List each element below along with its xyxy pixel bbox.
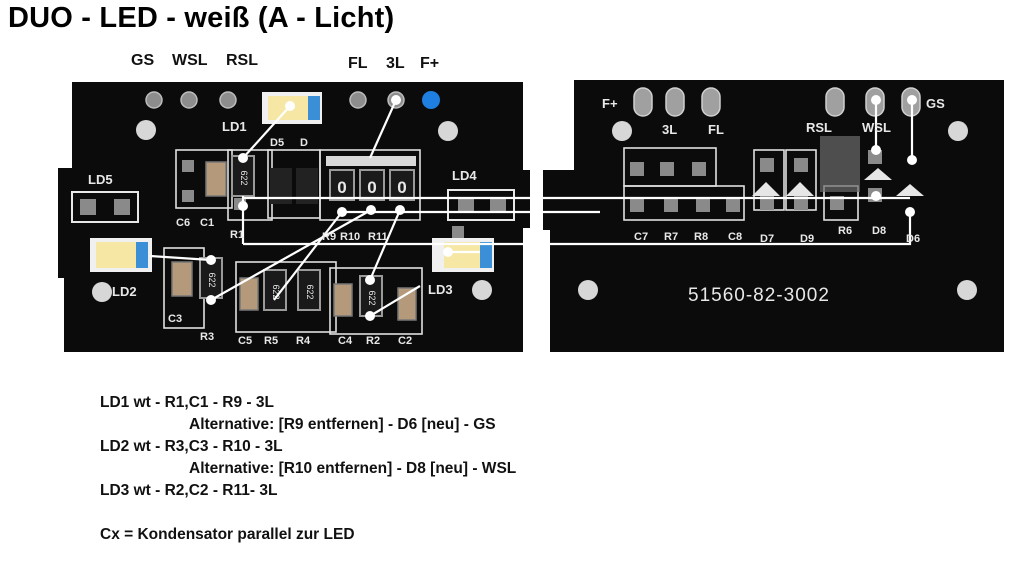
silk-c7: C7	[634, 231, 648, 243]
wire-dots	[206, 95, 917, 321]
smd-marking: 622	[367, 290, 377, 305]
label-rsl: RSL	[226, 52, 258, 69]
connector-pads-left	[145, 91, 405, 109]
note-line: Alternative: [R10 entfernen] - D8 [neu] …	[189, 460, 517, 477]
silk-rsl: RSL	[806, 120, 832, 135]
silk-d9: D9	[800, 233, 814, 245]
mount-hole	[438, 121, 458, 141]
connector-pads-right	[633, 87, 921, 117]
silk-r9: R9	[322, 231, 336, 243]
silk-r4: R4	[296, 335, 311, 347]
silk-ld3: LD3	[428, 282, 453, 297]
silk-r11: R11	[368, 231, 388, 243]
smd-capacitors	[171, 161, 417, 321]
silk-wsl: WSL	[862, 120, 891, 135]
pad	[458, 197, 474, 213]
pad	[80, 199, 96, 215]
note-line: LD2 wt - R3,C3 - R10 - 3L	[100, 438, 283, 455]
board-part-number: 51560-82-3002	[688, 285, 830, 306]
silk-r8: R8	[694, 231, 708, 243]
silk-r5: R5	[264, 335, 278, 347]
pad	[114, 199, 130, 215]
smd-marking: 0	[367, 178, 376, 197]
label-wsl: WSL	[172, 52, 208, 69]
mount-hole	[612, 121, 632, 141]
wire-overlay	[149, 99, 914, 317]
silk-r3: R3	[200, 331, 214, 343]
silk-outlines-left	[163, 149, 423, 335]
footprint-ld4	[447, 189, 515, 221]
led-ld1	[262, 92, 322, 124]
mount-hole	[578, 280, 598, 300]
note-line: Cx = Kondensator parallel zur LED	[100, 526, 355, 543]
led-ld2	[90, 238, 152, 272]
silk-ld2: LD2	[112, 284, 137, 299]
mount-hole	[92, 282, 112, 302]
silk-fl: FL	[708, 122, 724, 137]
solder-residue	[820, 136, 860, 192]
silk-r1: R1	[230, 229, 244, 241]
silk-d6: D6	[906, 233, 920, 245]
fplus-marker-dot	[422, 91, 440, 109]
silk-ld1: LD1	[222, 119, 247, 134]
smd-zero-ohm: 0	[389, 169, 415, 201]
silk-gs: GS	[926, 96, 945, 111]
pcb-board-right	[543, 80, 1004, 352]
silk-c6: C6	[176, 217, 190, 229]
silk-c3: C3	[168, 313, 182, 325]
silk-c2: C2	[398, 335, 412, 347]
silk-r6: R6	[838, 225, 852, 237]
silk-d8: D8	[872, 225, 886, 237]
page-title: DUO - LED - weiß (A - Licht)	[8, 2, 395, 34]
silk-d: D	[300, 137, 308, 149]
pads-right	[630, 150, 882, 212]
note-line: LD1 wt - R1,C1 - R9 - 3L	[100, 394, 274, 411]
silk-r2: R2	[366, 335, 380, 347]
silk-d5: D5	[270, 137, 284, 149]
smd-marking: 622	[271, 284, 281, 299]
footprint-ld5	[71, 191, 139, 223]
mount-hole	[136, 120, 156, 140]
silk-fplus: F+	[602, 96, 618, 111]
note-line: LD3 wt - R2,C2 - R11- 3L	[100, 482, 278, 499]
silk-c1: C1	[200, 217, 214, 229]
silk-c5: C5	[238, 335, 252, 347]
zero-ohm-strip	[326, 156, 416, 166]
label-gs: GS	[131, 52, 155, 69]
silk-c4: C4	[338, 335, 353, 347]
smd-zero-ohm: 0	[359, 169, 385, 201]
pad	[490, 197, 506, 213]
label-fplus: F+	[420, 55, 440, 72]
smd-zero-ohm: 0	[329, 169, 355, 201]
silk-ld5: LD5	[88, 172, 113, 187]
silk-3l: 3L	[662, 122, 677, 137]
smd-marking: 0	[397, 178, 406, 197]
silk-d7: D7	[760, 233, 774, 245]
smd-resistor: 622	[263, 269, 287, 311]
smd-marking: 0	[337, 178, 346, 197]
silk-r10: R10	[340, 231, 360, 243]
label-fl: FL	[348, 55, 368, 72]
note-line: Alternative: [R9 entfernen] - D6 [neu] -…	[189, 416, 496, 433]
smd-diode	[270, 168, 292, 204]
smd-diode	[296, 168, 318, 204]
note-spacer	[100, 502, 516, 524]
wiring-notes: LD1 wt - R1,C1 - R9 - 3L Alternative: [R…	[100, 392, 516, 546]
diode-symbols	[752, 168, 924, 196]
label-3l: 3L	[386, 55, 405, 72]
smd-marking: 622	[207, 272, 217, 287]
silk-r7: R7	[664, 231, 678, 243]
smd-marking: 622	[239, 170, 249, 185]
smd-marking: 622	[305, 284, 315, 299]
mount-hole	[957, 280, 977, 300]
mount-hole	[472, 280, 492, 300]
smd-resistor: 622	[297, 269, 321, 311]
silk-c8: C8	[728, 231, 742, 243]
silk-ld4: LD4	[452, 168, 477, 183]
mount-hole	[948, 121, 968, 141]
